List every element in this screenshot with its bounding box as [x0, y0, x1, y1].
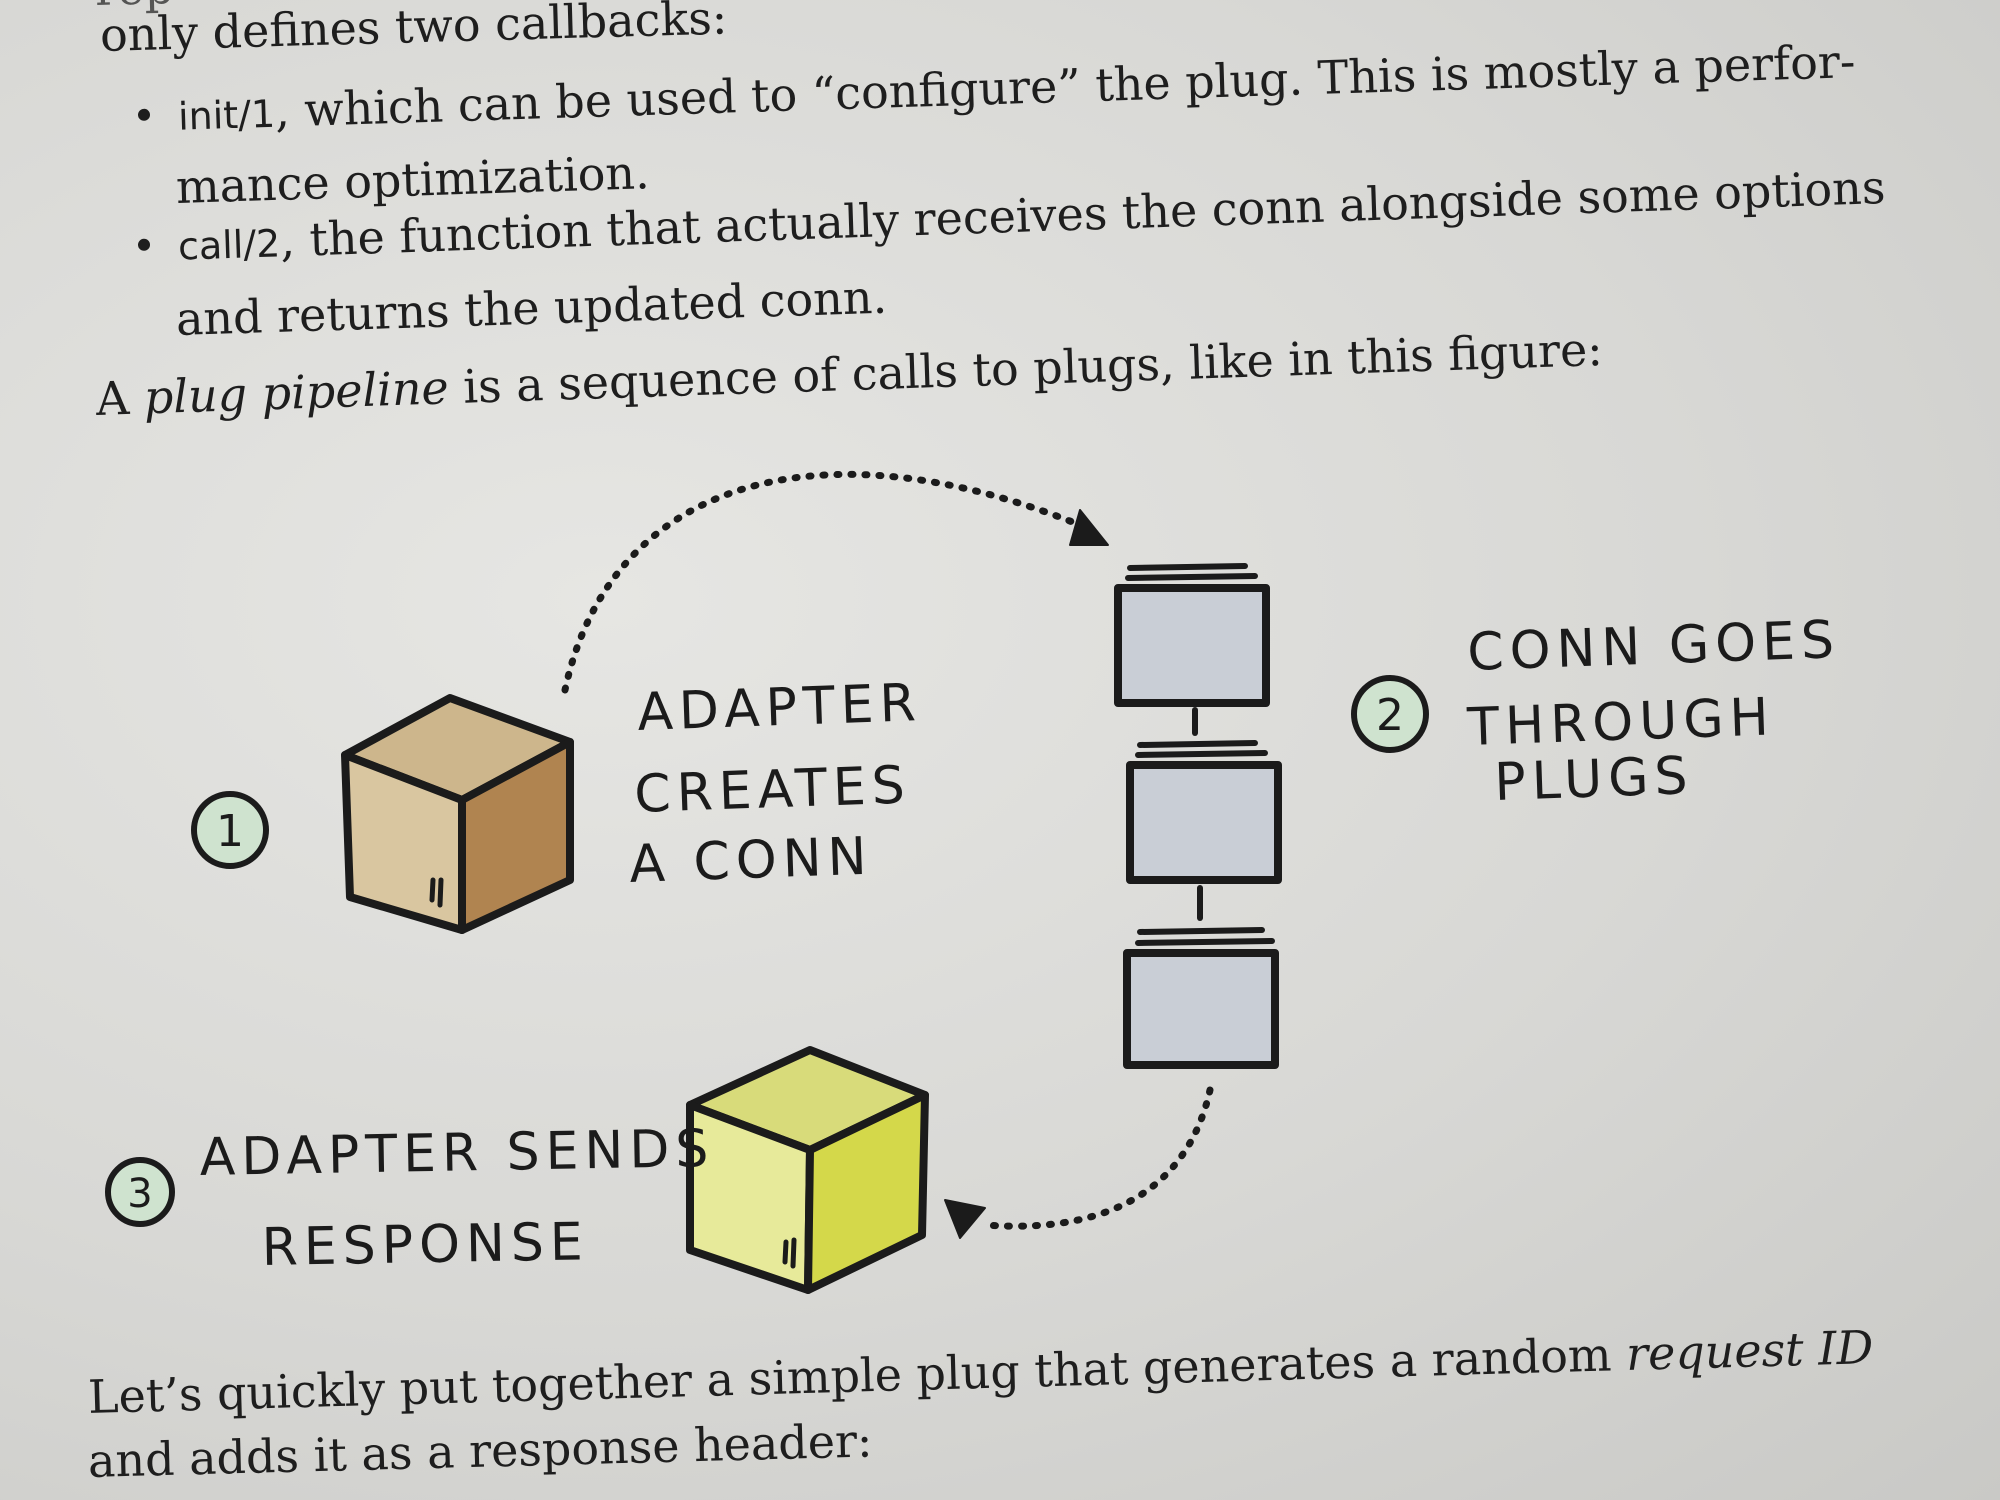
step-1-label-line-3: A CONN — [628, 827, 873, 895]
step-3-label-line-1: ADAPTER SENDS — [199, 1119, 715, 1188]
step-1-label-line-2: CREATES — [633, 755, 911, 825]
plug-3 — [1123, 927, 1279, 1069]
closing-emphasis: request ID — [1625, 1320, 1874, 1382]
adapter-box-3 — [686, 1046, 929, 1294]
dotted-arrow-to-plugs — [561, 470, 1084, 694]
plug-2 — [1126, 740, 1282, 884]
step-2-circle — [1351, 675, 1429, 753]
step-3-circle — [105, 1157, 175, 1227]
step-2-label-line-1: CONN GOES — [1466, 610, 1841, 683]
plug-1 — [1114, 563, 1270, 707]
step-2-number: 2 — [1376, 690, 1404, 741]
arrowhead-to-plugs — [1069, 509, 1109, 546]
step-3-number: 3 — [127, 1171, 152, 1217]
arrowhead-to-adapter — [944, 1199, 986, 1239]
step-1-number: 1 — [216, 806, 244, 857]
step-3-label-line-2: RESPONSE — [261, 1212, 589, 1278]
plug-stack — [1114, 563, 1282, 1069]
step-2-label-line-2: THROUGH — [1465, 687, 1775, 758]
step-2-label-line-3: PLUGS — [1493, 746, 1694, 813]
step-1-label-line-1: ADAPTER — [636, 673, 922, 743]
step-1-circle — [191, 791, 269, 869]
dotted-arrow-to-adapter — [981, 1086, 1214, 1230]
adapter-box-1 — [341, 694, 574, 934]
